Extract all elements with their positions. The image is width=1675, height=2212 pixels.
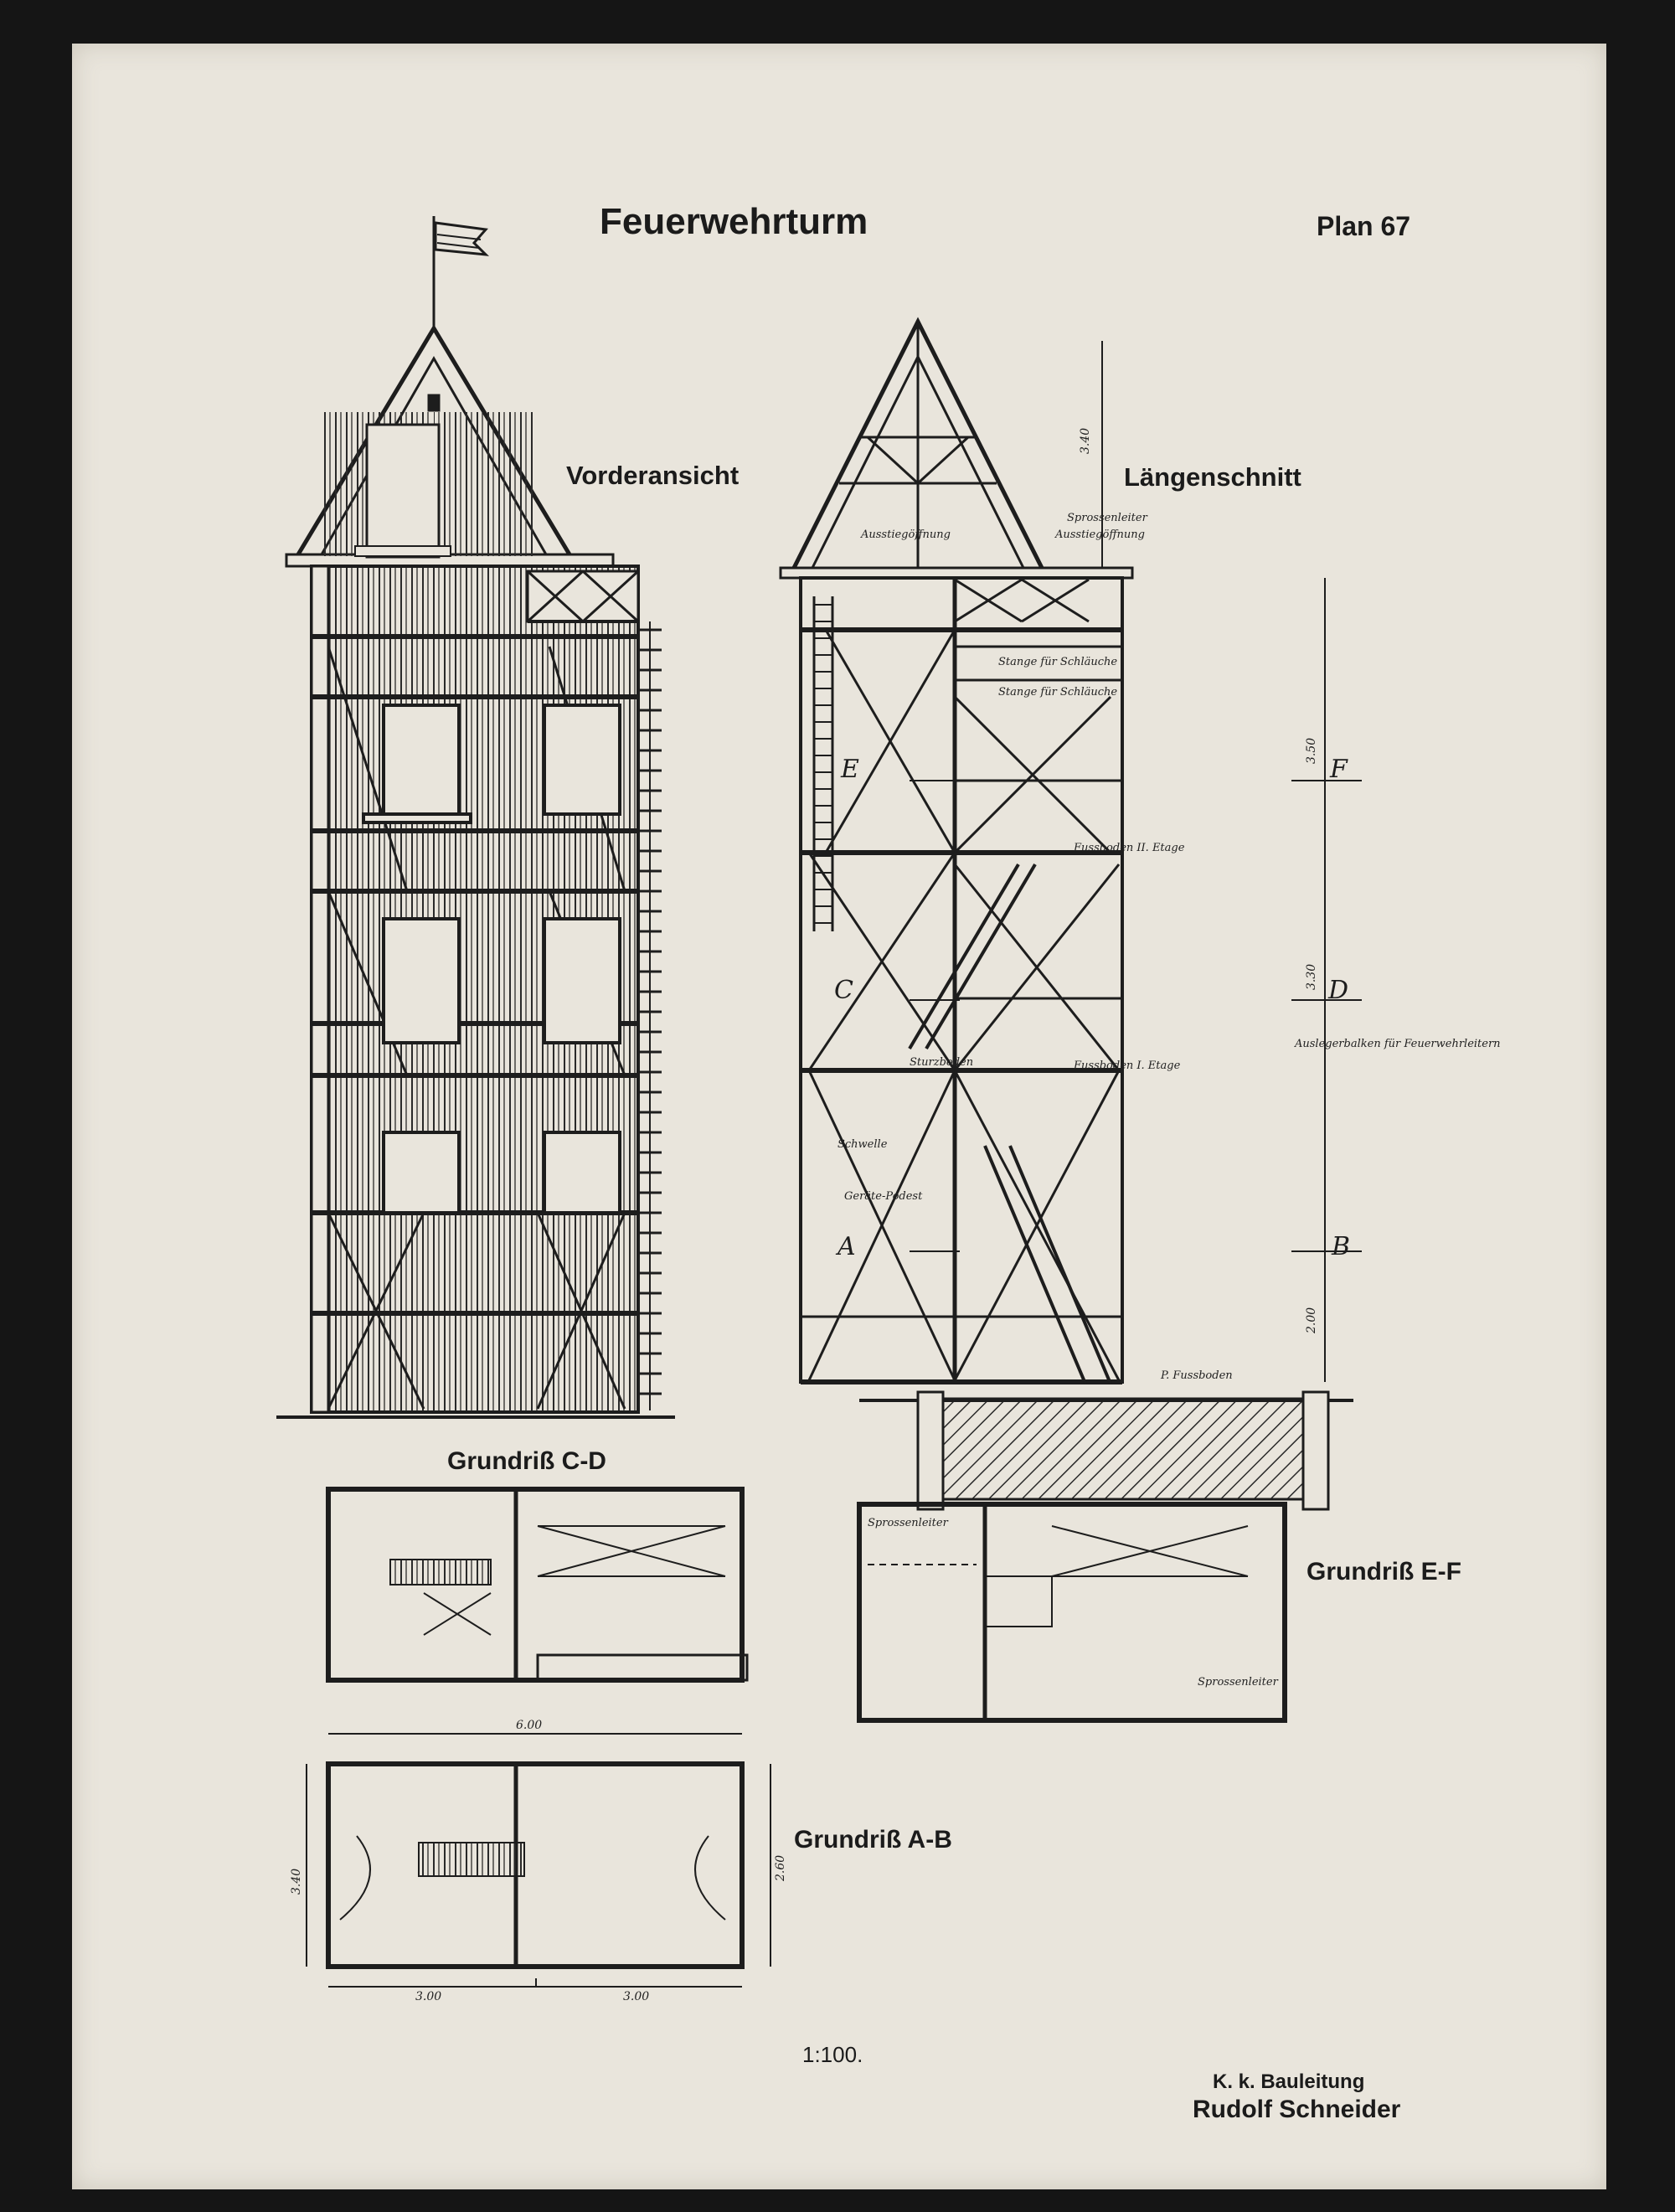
front-elevation [276,216,675,1419]
section-floors [801,627,1122,1384]
annotation-outrigger: Auslegerbalken für Feuerwehrleitern [1294,1038,1501,1050]
credit-line-2: Rudolf Schneider [1193,2096,1401,2123]
plan-ef [857,1502,1287,1723]
section-markers: E F C D A B [834,755,1350,1261]
marker-c: C [834,976,853,1005]
roof-gable [285,324,615,568]
technical-drawing: E F C D A B Ausstiegöffnung Sprossenleit… [276,216,1501,2003]
section-annotations: Ausstiegöffnung Sprossenleiter Ausstiegö… [838,512,1501,1689]
longitudinal-section [779,317,1362,1511]
label-plan-ab: Grundriß A-B [794,1826,952,1854]
dim-depth: 2.60 [774,1855,787,1882]
dimension-labels: 3.40 3.50 3.30 2.00 6.00 3.00 3.00 2.60 … [290,428,1318,2003]
credit-line-1: K. k. Bauleitung [1213,2070,1365,2093]
marker-e: E [840,755,859,784]
annotation-ground-floor: P. Fussboden [1160,1369,1233,1382]
annotation-hatch-right: Ausstiegöffnung [1054,529,1145,541]
annotation-floor-2: Fussboden II. Etage [1073,842,1185,854]
annotation-rail: Schwelle [838,1138,888,1151]
marker-a: A [835,1232,856,1261]
drawing-sheet: E F C D A B Ausstiegöffnung Sprossenleit… [72,44,1606,2189]
scale-label: 1:100. [802,2042,863,2067]
marker-b: B [1331,1232,1350,1261]
annotation-plan-ladder-1: Sprossenleiter [868,1517,949,1529]
sheet-title: Feuerwehrturm [600,201,868,242]
dim-lower-height: 2.00 [1305,1307,1318,1334]
annotation-hatch-left: Ausstiegöffnung [860,529,951,541]
flag [432,216,490,327]
plan-number: Plan 67 [1317,211,1411,241]
dim-upper-height: 3.50 [1305,738,1318,764]
plan-cd [326,1487,749,1683]
dim-side-depth: 3.40 [290,1869,303,1895]
label-front-elevation: Vorderansicht [566,461,740,490]
label-longitudinal-section: Längenschnitt [1124,462,1301,492]
front-braces [327,646,626,1410]
dim-middle-height: 3.30 [1305,964,1318,990]
dim-width-left: 3.00 [415,1990,441,2003]
plan-ab [306,1733,771,1988]
ladder-rungs [640,628,662,1395]
annotation-equipment-platform: Geräte-Podest [844,1190,923,1203]
label-plan-cd: Grundriß C-D [447,1447,606,1475]
section-ladder-rungs [814,604,832,924]
annotation-floor-1: Fussboden I. Etage [1073,1060,1181,1072]
annotation-ladder-top: Sprossenleiter [1067,512,1148,524]
dim-roof-height: 3.40 [1079,428,1092,454]
foundation-hatch [941,1397,1305,1501]
marker-f: F [1329,755,1348,784]
annotation-hose-pole-2: Stange für Schläuche [998,686,1117,699]
annotation-stair-floor: Sturzboden [910,1056,973,1069]
section-braces [807,629,1121,1381]
label-plan-ef: Grundriß E-F [1306,1558,1461,1586]
dim-width-right: 3.00 [623,1990,649,2003]
annotation-hose-pole-1: Stange für Schläuche [998,656,1117,668]
dim-width-total: 6.00 [516,1719,542,1732]
front-windows [362,704,621,1214]
annotation-plan-ladder-2: Sprossenleiter [1198,1676,1279,1689]
marker-d: D [1327,976,1348,1005]
